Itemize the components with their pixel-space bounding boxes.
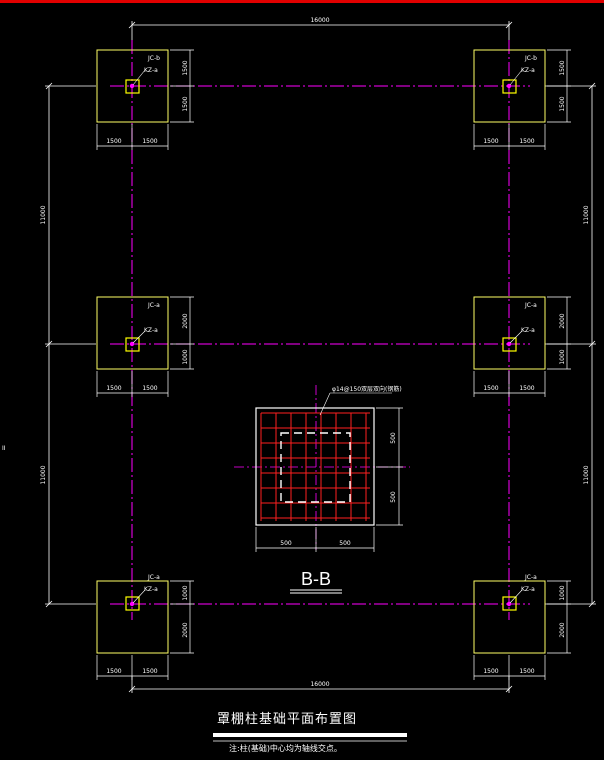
rebar-grid xyxy=(260,412,370,521)
dim-mr-lower-1000: 1000 xyxy=(559,349,566,364)
dim-ml-right-1500: 1500 xyxy=(142,385,157,392)
dim-left-lower-11000: 11000 xyxy=(40,465,47,484)
dim-ml-left-1500: 1500 xyxy=(106,385,121,392)
dim-tl-right-1500: 1500 xyxy=(142,138,157,145)
section-bb-detail xyxy=(234,385,410,594)
footing-label-br: JC-a xyxy=(524,574,537,581)
dim-br-lower-2000: 2000 xyxy=(559,622,566,637)
dim-br-upper-1000: 1000 xyxy=(559,585,566,600)
dim-tr-left-1500: 1500 xyxy=(483,138,498,145)
grid-axes xyxy=(110,40,530,620)
footing-top-left xyxy=(96,49,194,150)
column-bottom-left xyxy=(125,596,140,611)
column-label-tr: KZ-a xyxy=(521,67,535,74)
dim-tl-left-1500: 1500 xyxy=(106,138,121,145)
dim-tl-lower-1500: 1500 xyxy=(182,96,189,111)
dim-ml-lower-1000: 1000 xyxy=(182,349,189,364)
dim-right-lower-11000: 11000 xyxy=(583,465,590,484)
column-label-br: KZ-a xyxy=(521,586,535,593)
dim-tr-right-1500: 1500 xyxy=(519,138,534,145)
left-edge-mark: II xyxy=(2,445,6,452)
dim-mr-left-1500: 1500 xyxy=(483,385,498,392)
dim-bl-upper-1000: 1000 xyxy=(182,585,189,600)
dimension-left xyxy=(45,82,96,608)
footing-bottom-left xyxy=(96,580,194,680)
footing-top-right xyxy=(473,49,571,150)
dim-bl-left-1500: 1500 xyxy=(106,668,121,675)
dim-mr-upper-2000: 2000 xyxy=(559,313,566,328)
dim-bl-right-1500: 1500 xyxy=(142,668,157,675)
column-top-left xyxy=(125,79,140,94)
dimension-top-overall xyxy=(128,21,513,40)
column-middle-right xyxy=(502,337,517,352)
footing-label-tl: JC-b xyxy=(147,55,160,62)
column-bottom-right xyxy=(502,596,517,611)
dim-tr-lower-1500: 1500 xyxy=(559,96,566,111)
column-middle-left xyxy=(125,337,140,352)
dim-br-right-1500: 1500 xyxy=(519,668,534,675)
column-label-ml: KZ-a xyxy=(144,327,158,334)
dim-mr-right-1500: 1500 xyxy=(519,385,534,392)
footing-label-tr: JC-b xyxy=(524,55,537,62)
dim-bl-lower-2000: 2000 xyxy=(182,622,189,637)
footing-bottom-right xyxy=(473,580,571,680)
column-label-tl: KZ-a xyxy=(144,67,158,74)
footing-label-mr: JC-a xyxy=(524,302,537,309)
footing-middle-right xyxy=(473,296,571,397)
dim-ml-upper-2000: 2000 xyxy=(182,313,189,328)
footing-middle-left xyxy=(96,296,194,397)
top-border-line xyxy=(0,0,604,3)
section-dim-bottom-right-500: 500 xyxy=(339,540,351,547)
dim-tr-upper-1500: 1500 xyxy=(559,60,566,75)
dim-top-16000: 16000 xyxy=(310,17,329,24)
section-dim-right-upper-500: 500 xyxy=(390,432,397,444)
section-rebar-note: φ14@150双层双向(钢筋) xyxy=(332,385,402,393)
dim-br-left-1500: 1500 xyxy=(483,668,498,675)
section-column-outline xyxy=(280,432,351,503)
title-underline-thick xyxy=(213,733,407,737)
dim-tl-upper-1500: 1500 xyxy=(182,60,189,75)
dim-right-upper-11000: 11000 xyxy=(583,205,590,224)
section-dim-bottom-left-500: 500 xyxy=(280,540,292,547)
drawing-note: 注:柱(基础)中心均为轴线交点。 xyxy=(229,744,342,753)
column-top-right xyxy=(502,79,517,94)
drawing-title: 罩棚柱基础平面布置图 xyxy=(217,712,358,727)
section-name: B-B xyxy=(301,569,331,589)
column-label-bl: KZ-a xyxy=(144,586,158,593)
dim-bottom-16000: 16000 xyxy=(310,681,329,688)
column-label-mr: KZ-a xyxy=(521,327,535,334)
section-dim-right-lower-500: 500 xyxy=(390,491,397,503)
dimension-right xyxy=(545,82,596,608)
dim-left-upper-11000: 11000 xyxy=(40,205,47,224)
section-outline xyxy=(255,407,375,526)
footing-label-bl: JC-a xyxy=(147,574,160,581)
footing-label-ml: JC-a xyxy=(147,302,160,309)
